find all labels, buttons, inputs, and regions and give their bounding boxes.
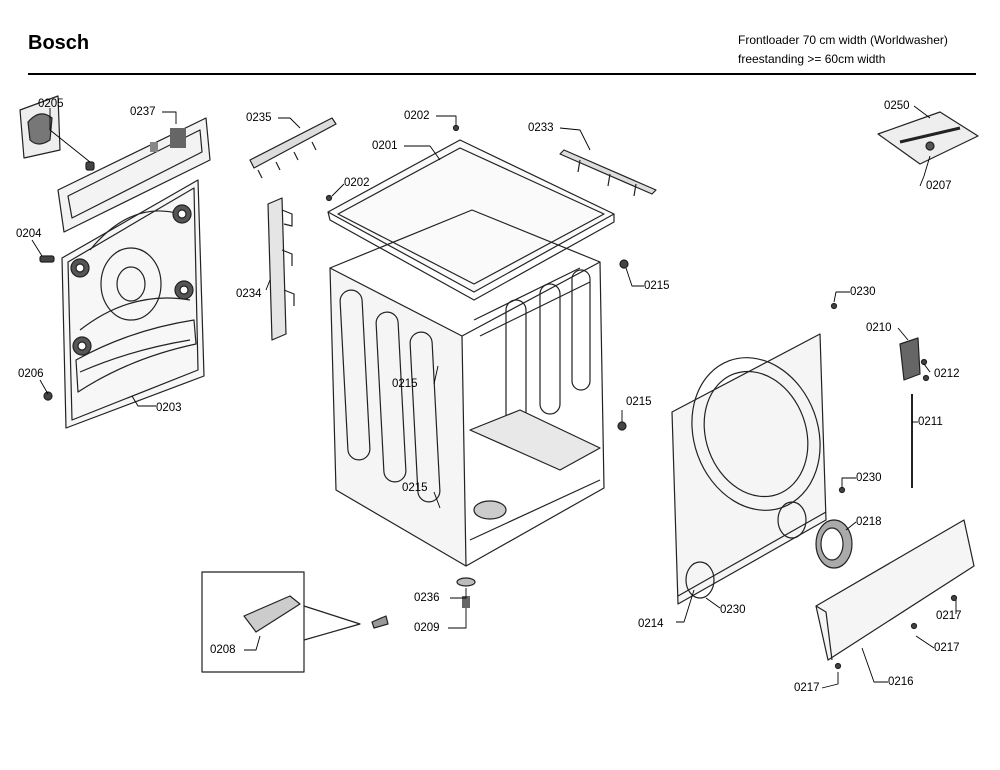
foot-drawing xyxy=(456,577,476,608)
header-divider xyxy=(28,73,976,75)
part-label-0204: 0204 xyxy=(16,228,42,240)
part-label-0214: 0214 xyxy=(638,618,664,630)
door-lock-drawing xyxy=(899,337,921,381)
part-label-0250: 0250 xyxy=(884,100,910,112)
part-label-0208: 0208 xyxy=(210,644,236,656)
part-label-0230-middle: 0230 xyxy=(856,472,882,484)
brand-title: Bosch xyxy=(28,32,90,54)
part-label-0230-top: 0230 xyxy=(850,286,876,298)
leader-lines xyxy=(31,105,957,689)
top-rail-drawing xyxy=(249,117,337,179)
part-label-0235: 0235 xyxy=(246,112,272,124)
part-label-0218: 0218 xyxy=(856,516,882,528)
part-label-0233: 0233 xyxy=(528,122,554,134)
part-label-0211: 0211 xyxy=(918,416,943,428)
accessory-kit-drawing xyxy=(877,111,979,165)
part-label-0234: 0234 xyxy=(236,288,262,300)
part-label-0209: 0209 xyxy=(414,622,440,634)
part-label-0202-top: 0202 xyxy=(404,110,430,122)
model-description-line2: freestanding >= 60cm width xyxy=(738,52,886,66)
part-label-0237: 0237 xyxy=(130,106,156,118)
inset-box-drawing xyxy=(201,571,389,673)
part-label-0205: 0205 xyxy=(38,98,64,110)
front-panel-drawing xyxy=(671,333,827,605)
part-label-0206: 0206 xyxy=(18,368,44,380)
part-label-0236: 0236 xyxy=(414,592,440,604)
cross-rail-drawing xyxy=(559,149,657,197)
part-label-0207: 0207 xyxy=(926,180,952,192)
part-label-0217-right: 0217 xyxy=(936,610,962,622)
part-label-0210: 0210 xyxy=(866,322,892,334)
part-label-0215-left-lower: 0215 xyxy=(402,482,428,494)
ring-drawing xyxy=(815,519,853,569)
part-label-0215-right: 0215 xyxy=(626,396,652,408)
model-description-line1: Frontloader 70 cm width (Worldwasher) xyxy=(738,33,948,47)
part-label-0203: 0203 xyxy=(156,402,182,414)
part-label-0215-left-upper: 0215 xyxy=(392,378,418,390)
part-label-0212: 0212 xyxy=(934,368,960,380)
cabinet-body-drawing xyxy=(329,209,605,567)
rear-panel-drawing xyxy=(61,179,205,429)
side-rail-drawing xyxy=(267,197,295,341)
kickplate-drawing xyxy=(815,519,975,661)
part-label-0216: 0216 xyxy=(888,676,914,688)
part-label-0230-bottom: 0230 xyxy=(720,604,746,616)
part-label-0202-side: 0202 xyxy=(344,177,370,189)
top-lid-drawing xyxy=(327,139,615,301)
part-label-0201: 0201 xyxy=(372,140,398,152)
part-label-0215-upper-right: 0215 xyxy=(644,280,670,292)
part-label-0217-bottom: 0217 xyxy=(794,682,820,694)
part-label-0217-middle: 0217 xyxy=(934,642,960,654)
